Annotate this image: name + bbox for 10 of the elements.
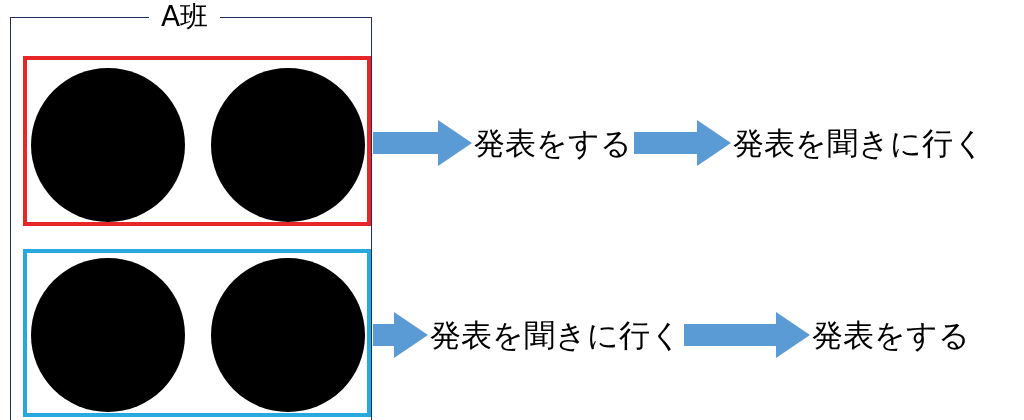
step-text: 発表を聞きに行く	[733, 120, 985, 166]
block-arrow	[634, 120, 731, 166]
group-frame	[23, 249, 371, 417]
block-arrow	[373, 312, 428, 358]
step-text: 発表をする	[474, 120, 632, 166]
block-arrow	[684, 312, 810, 358]
step-text: 発表を聞きに行く	[430, 312, 682, 358]
step-text: 発表をする	[812, 312, 970, 358]
block-arrow	[373, 120, 472, 166]
group-frame	[23, 56, 371, 226]
